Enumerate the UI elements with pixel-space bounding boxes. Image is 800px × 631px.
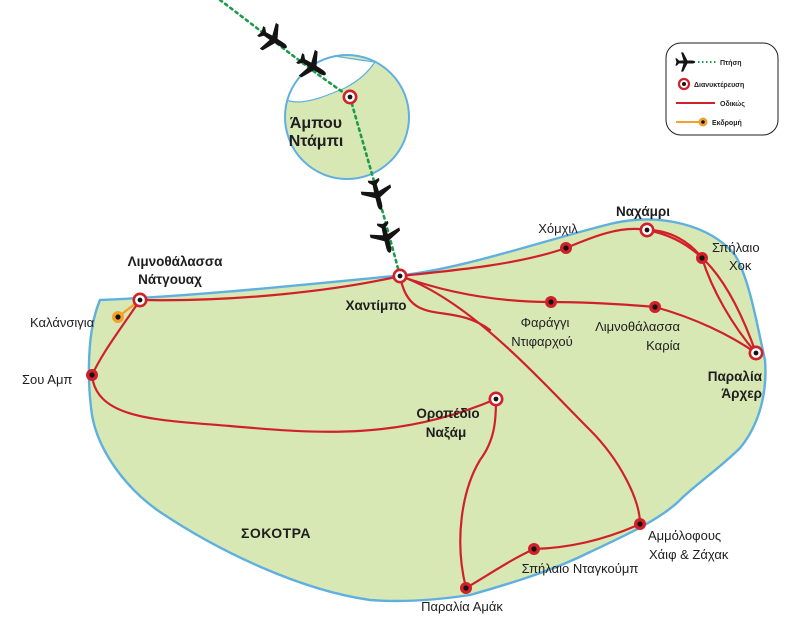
road-network bbox=[90, 227, 758, 590]
place-label-hoq: Σπήλαιο bbox=[712, 240, 760, 255]
place-label-zahak: Χάιφ & Ζάχακ bbox=[649, 547, 729, 562]
overnight-stop-marker bbox=[488, 391, 504, 407]
road-firhmin-qaria bbox=[549, 300, 657, 309]
place-label-firhmin: Φαράγγι bbox=[521, 315, 570, 330]
place-label-amak: Παραλία Αμάκ bbox=[421, 599, 503, 614]
place-label-zahak: Αμμόλοφους bbox=[648, 528, 721, 543]
airplane-icon bbox=[252, 18, 295, 61]
overnight-stop-marker bbox=[392, 268, 408, 284]
island-name-label: ΣΟΚΟΤΡΑ bbox=[241, 525, 311, 541]
legend-excursion: Εκδρομή bbox=[676, 117, 742, 127]
place-label-homhil: Χόμχιλ bbox=[538, 221, 578, 236]
road-hoq-archer bbox=[700, 256, 758, 355]
place-label-archer: Παραλία bbox=[708, 369, 763, 384]
place-label-detwah: Λιμνοθάλασσα bbox=[128, 254, 223, 269]
place-label-diksam: Οροπέδιο bbox=[416, 406, 479, 421]
overnight-stop-marker bbox=[132, 292, 148, 308]
overnight-stop-marker bbox=[639, 222, 655, 238]
road-stop-marker bbox=[545, 296, 557, 308]
place-label-firhmin: Ντιφαρχού bbox=[511, 334, 573, 349]
legend-overnight-label: Διανυκτέρευση bbox=[694, 82, 744, 89]
markers bbox=[86, 89, 764, 594]
road-hadibo-firhmin bbox=[398, 274, 553, 304]
road-stop-marker bbox=[460, 582, 472, 594]
road-stop-marker bbox=[86, 369, 98, 381]
road-shoab-diksam bbox=[90, 373, 498, 433]
legend-excursion-label: Εκδρομή bbox=[712, 120, 742, 127]
place-label-qaria: Καρία bbox=[646, 338, 680, 353]
road-stop-marker bbox=[696, 252, 708, 264]
legend-flight-label: Πτήση bbox=[720, 60, 742, 67]
road-homhil-nahamri bbox=[564, 227, 649, 250]
place-label-detwah: Νάτγουαχ bbox=[138, 272, 202, 287]
overnight-stop-marker bbox=[748, 345, 764, 361]
airplane-icon bbox=[367, 218, 405, 257]
road-hadibo-diksam bbox=[398, 274, 492, 332]
legend-road: Οδικώς bbox=[676, 101, 745, 108]
place-label-hoq: Χοκ bbox=[729, 258, 752, 273]
excursion-marker bbox=[112, 311, 124, 323]
legend-road-label: Οδικώς bbox=[720, 101, 745, 108]
place-label-diksam: Ναξάμ bbox=[426, 425, 466, 440]
road-nahamri-archer bbox=[645, 228, 758, 355]
place-label-hadibo: Χαντίμπο bbox=[345, 298, 406, 313]
road-stop-marker bbox=[634, 518, 646, 530]
place-label-nahamri: Ναχάμρι bbox=[616, 204, 670, 219]
road-detwah-shoab bbox=[90, 298, 142, 377]
road-qaria-archer bbox=[653, 305, 758, 355]
overnight-stop-marker bbox=[342, 89, 358, 105]
map-legend: Πτήση Διανυκτέρευση Οδικώς Εκδρομή bbox=[665, 42, 779, 136]
inset-city-label: Ντάμπι bbox=[289, 133, 344, 150]
road-hadibo-zahak bbox=[398, 274, 642, 526]
island-landmass bbox=[87, 218, 767, 603]
road-stop-marker bbox=[649, 301, 661, 313]
labels: Άμπου Ντάμπι Χαντίμπο Χόμχιλ Ναχάμρι Σπή… bbox=[22, 115, 763, 614]
place-label-dagoub: Σπήλαιο Νταγκούμπ bbox=[522, 561, 639, 576]
airplane-icon bbox=[358, 175, 396, 214]
road-dagoub-amak bbox=[464, 547, 536, 590]
road-amak-diksam bbox=[459, 397, 498, 590]
inset-city-label: Άμπου bbox=[290, 115, 342, 132]
road-zahak-dagoub bbox=[532, 522, 642, 551]
place-label-archer: Άρχερ bbox=[721, 386, 762, 401]
inset-abu-dhabi bbox=[284, 54, 410, 180]
road-hadibo-detwah bbox=[138, 274, 402, 302]
road-hadibo-homhil bbox=[398, 246, 568, 278]
legend-overnight: Διανυκτέρευση bbox=[677, 77, 744, 91]
road-stop-marker bbox=[560, 242, 572, 254]
place-label-qaria: Λιμνοθάλασσα bbox=[595, 319, 680, 334]
road-stop-marker bbox=[528, 543, 540, 555]
place-label-qalansiyah: Καλάνσιγια bbox=[30, 315, 95, 330]
legend-flight: Πτήση bbox=[675, 52, 742, 72]
place-label-shoab: Σου Αμπ bbox=[22, 372, 72, 387]
